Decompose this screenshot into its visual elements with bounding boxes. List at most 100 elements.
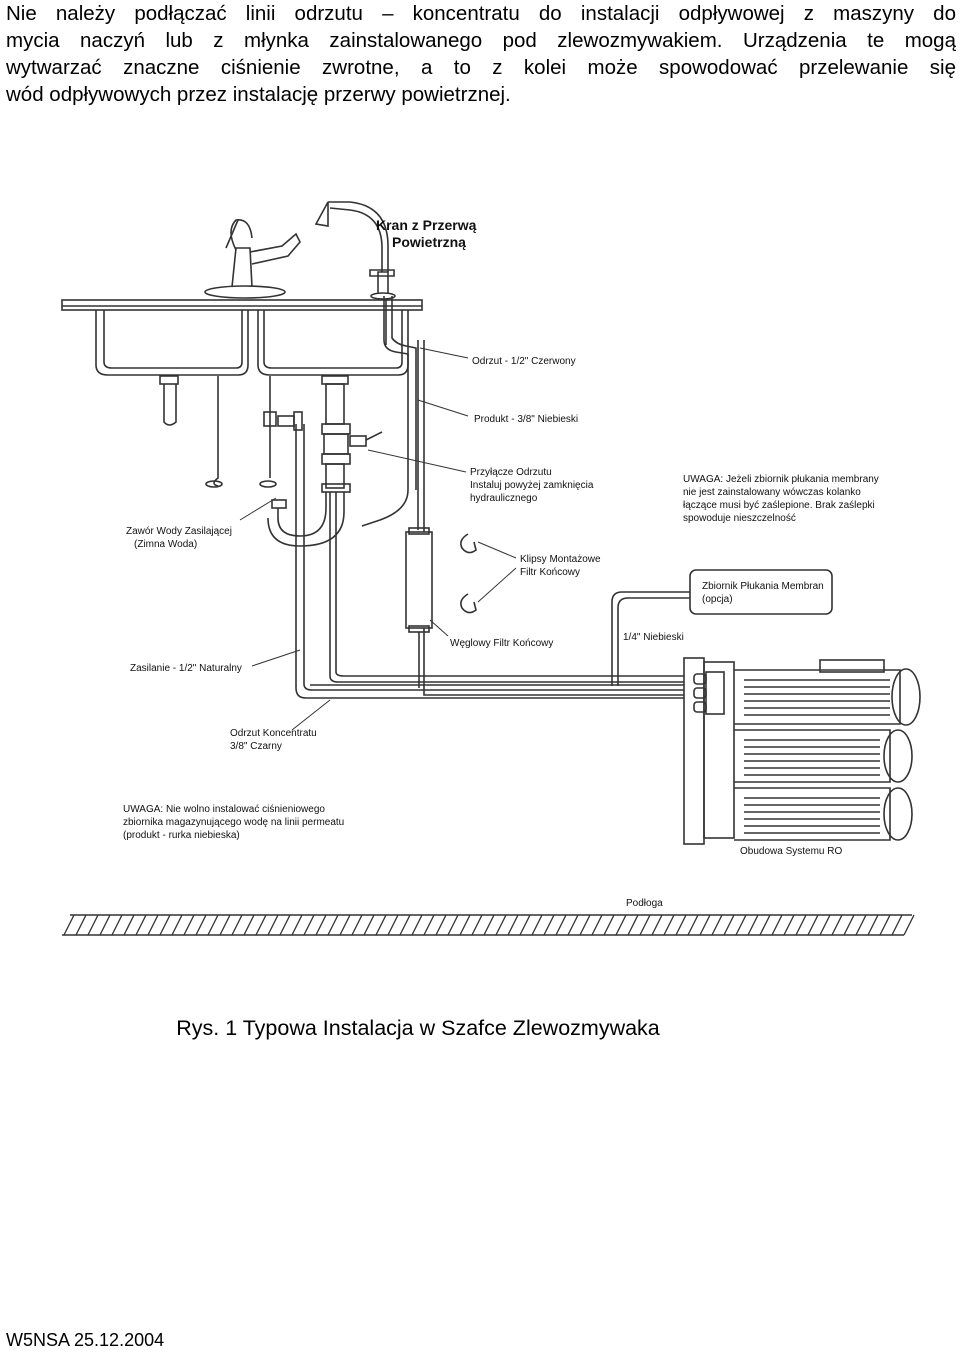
floor-hatch-line: [855, 914, 867, 936]
floor-hatch-line: [111, 914, 123, 936]
flush-tank: [689, 569, 833, 615]
intro-line: Nie należy podłączać linii odrzutu – kon…: [6, 2, 956, 25]
floor-hatch-line: [747, 914, 759, 936]
floor-hatch-line: [651, 914, 663, 936]
floor-hatch-line: [219, 914, 231, 936]
floor-hatch-line: [243, 914, 255, 936]
valve-label: (Zimna Woda): [134, 539, 197, 550]
quarter-blue-label: 1/4" Niebieski: [623, 632, 684, 643]
floor-hatch-line: [555, 914, 567, 936]
floor-hatch-line: [735, 914, 747, 936]
floor-hatch-line: [159, 914, 171, 936]
countertop: [61, 299, 423, 311]
floor-hatch-line: [663, 914, 675, 936]
floor-hatch-line: [603, 914, 615, 936]
document-footer: W5NSA 25.12.2004: [6, 1330, 165, 1350]
faucet-label: Powietrzną: [392, 234, 466, 250]
floor-hatch-line: [363, 914, 375, 936]
ro-housing: [683, 657, 921, 845]
floor-hatch-line: [99, 914, 111, 936]
floor-hatch-line: [135, 914, 147, 936]
floor-label: Podłoga: [626, 898, 663, 909]
floor-hatch-line: [723, 914, 735, 936]
right-drain: [267, 375, 351, 547]
note-flush-tank: UWAGA: Jeżeli zbiornik płukania membrany: [683, 474, 879, 485]
intro-line: wytwarzać znaczne ciśnienie zwrotne, a t…: [6, 56, 956, 79]
floor-hatch-line: [843, 914, 855, 936]
floor-hatch-line: [627, 914, 639, 936]
concentrate-label: Odrzut Koncentratu: [230, 728, 317, 739]
floor-hatch-line: [495, 914, 507, 936]
floor-hatch-line: [351, 914, 363, 936]
floor-hatch-line: [531, 914, 543, 936]
faucet-label: Kran z Przerwą: [376, 217, 477, 233]
floor-hatch-line: [819, 914, 831, 936]
left-drain: [159, 375, 179, 426]
floor-hatch-line: [195, 914, 207, 936]
installation-diagram: Kran z Przerwą Powietrzną Odrzut - 1/2" …: [61, 201, 921, 936]
floor-hatch-line: [87, 914, 99, 936]
floor-hatch-line: [567, 914, 579, 936]
floor-hatch-line: [123, 914, 135, 936]
housing-label: Obudowa Systemu RO: [740, 846, 842, 857]
floor-hatch-line: [471, 914, 483, 936]
note-pressure-tank: UWAGA: Nie wolno instalować ciśnienioweg…: [123, 804, 325, 815]
air-gap-faucet: [314, 201, 396, 300]
clips-label: Filtr Końcowy: [520, 567, 580, 578]
floor-hatch-line: [279, 914, 291, 936]
drain-connection-label: hydraulicznego: [470, 493, 538, 504]
leader-lines: [239, 347, 517, 731]
floor-hatch-line: [387, 914, 399, 936]
floor-hatch-line: [639, 914, 651, 936]
floor-hatch-line: [315, 914, 327, 936]
concentrate-label: 3/8" Czarny: [230, 741, 282, 752]
intro-paragraph: Nie należy podłączać linii odrzutu – kon…: [6, 0, 956, 108]
floor-hatch-line: [687, 914, 699, 936]
floor-hatch-line: [879, 914, 891, 936]
floor-hatch-line: [183, 914, 195, 936]
floor-hatch-line: [63, 914, 75, 936]
flush-tank-tube: [611, 591, 690, 686]
drain-red-label: Odrzut - 1/2" Czerwony: [472, 356, 576, 367]
floor-hatch-line: [399, 914, 411, 936]
product-blue-label: Produkt - 3/8" Niebieski: [474, 414, 578, 425]
floor-hatch-line: [543, 914, 555, 936]
intro-line: wód odpływowych przez instalację przerwy…: [6, 83, 511, 106]
floor-hatch-line: [891, 914, 903, 936]
intro-line: mycia naczyń lub z młynka zainstalowaneg…: [6, 29, 956, 52]
floor-hatch-line: [699, 914, 711, 936]
figure-caption: Rys. 1 Typowa Instalacja w Szafce Zlewoz…: [176, 1016, 660, 1040]
flush-tank-label: Zbiornik Płukania Membran: [702, 581, 824, 592]
floor-hatch-line: [327, 914, 339, 936]
floor-hatch-line: [615, 914, 627, 936]
floor-hatch-line: [903, 914, 915, 936]
flush-tank-label: (opcja): [702, 594, 733, 605]
supply-label: Zasilanie - 1/2" Naturalny: [130, 663, 242, 674]
floor-hatch-line: [171, 914, 183, 936]
floor-hatch-line: [675, 914, 687, 936]
floor-hatch-line: [579, 914, 591, 936]
floor-hatch-line: [423, 914, 435, 936]
floor-hatch-line: [483, 914, 495, 936]
floor-hatch-line: [231, 914, 243, 936]
floor-hatch-line: [591, 914, 603, 936]
drain-connection-label: Przyłącze Odrzutu: [470, 467, 552, 478]
kitchen-faucet: [204, 219, 301, 299]
floor-hatch-line: [435, 914, 447, 936]
air-gap-tubes: [361, 296, 694, 696]
drain-saddle: [349, 431, 383, 447]
sink-basins: [95, 310, 409, 376]
mounting-clips: [460, 533, 477, 614]
valve-label: Zawór Wody Zasilającej: [126, 526, 232, 537]
floor-hatch-line: [255, 914, 267, 936]
supply-valves: [205, 376, 303, 488]
floor-hatch-line: [807, 914, 819, 936]
floor-hatch-line: [711, 914, 723, 936]
floor-hatch-line: [867, 914, 879, 936]
floor-hatch-line: [291, 914, 303, 936]
floor-hatch-line: [147, 914, 159, 936]
floor-hatch-line: [831, 914, 843, 936]
floor-hatch-line: [207, 914, 219, 936]
floor-hatch-line: [507, 914, 519, 936]
floor-hatch-line: [339, 914, 351, 936]
